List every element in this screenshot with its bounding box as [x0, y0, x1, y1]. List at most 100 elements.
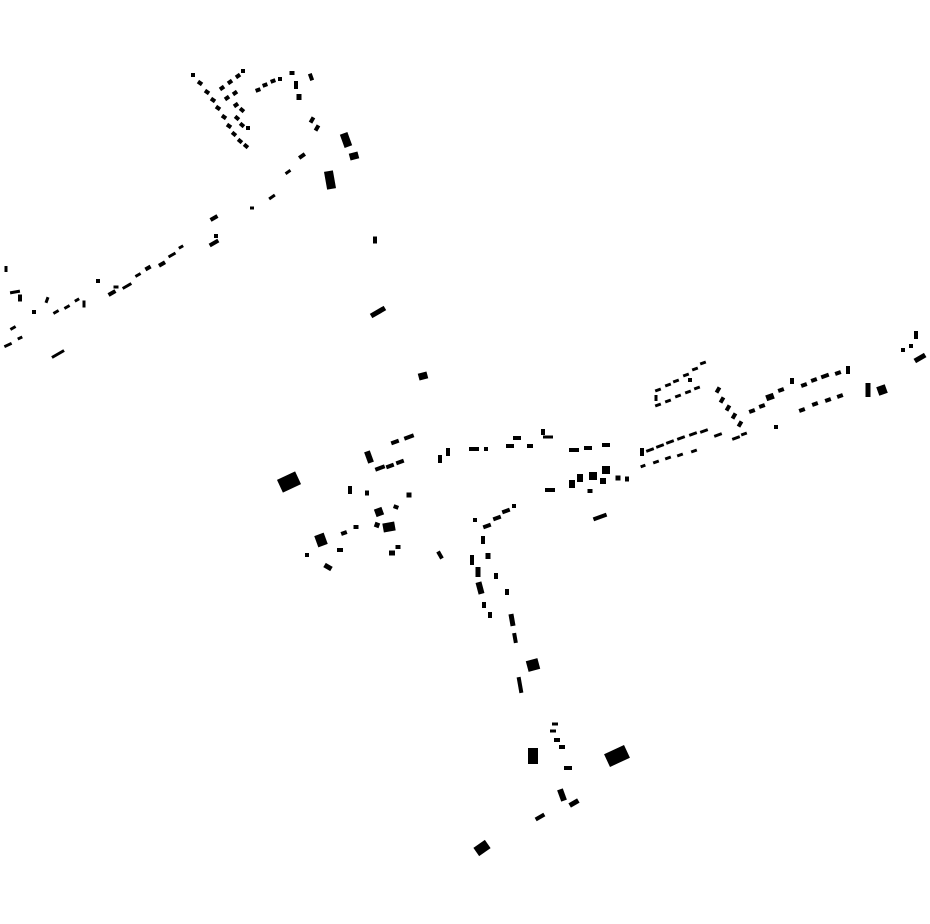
- building-footprint: [824, 397, 832, 403]
- building-footprint: [654, 395, 658, 401]
- building-footprint: [684, 389, 692, 395]
- building-footprint: [231, 89, 239, 97]
- building-footprint: [234, 72, 242, 80]
- building-footprint: [209, 96, 217, 104]
- building-footprint: [324, 170, 336, 190]
- building-footprint: [436, 550, 444, 560]
- building-footprint: [798, 407, 806, 413]
- building-footprint: [699, 428, 709, 434]
- building-footprint: [569, 480, 575, 488]
- building-footprint: [96, 279, 100, 283]
- building-footprint: [554, 738, 560, 742]
- building-footprint: [74, 297, 80, 303]
- building-footprint: [438, 455, 442, 463]
- building-footprint: [736, 420, 744, 428]
- building-footprint: [765, 392, 775, 402]
- building-footprint: [365, 490, 369, 496]
- building-footprint: [230, 130, 238, 138]
- building-footprint: [340, 530, 348, 536]
- building-footprint: [664, 455, 672, 461]
- building-footprint: [348, 151, 360, 161]
- building-footprint: [209, 214, 219, 222]
- building-footprint: [654, 402, 662, 408]
- building-footprint: [242, 142, 250, 150]
- building-footprint: [534, 812, 546, 822]
- building-footprint: [718, 396, 726, 404]
- building-footprint: [226, 78, 234, 86]
- building-footprint: [541, 429, 545, 435]
- building-footprint: [740, 431, 748, 437]
- building-footprint: [236, 137, 244, 145]
- building-footprint: [481, 536, 485, 544]
- building-footprint: [113, 285, 119, 289]
- building-footprint: [485, 553, 491, 559]
- building-footprint: [373, 521, 381, 529]
- building-footprint: [121, 282, 133, 290]
- building-footprint: [484, 447, 488, 451]
- building-footprint: [323, 562, 333, 572]
- building-footprint: [63, 304, 71, 310]
- building-footprint: [731, 435, 741, 441]
- building-footprint: [592, 512, 608, 522]
- building-footprint: [564, 766, 572, 770]
- building-footprint: [587, 489, 593, 493]
- building-footprint: [107, 289, 117, 297]
- building-footprint: [475, 581, 485, 595]
- building-footprint: [203, 88, 211, 96]
- building-footprint: [238, 121, 246, 129]
- building-footprint: [390, 438, 400, 446]
- building-footprint: [790, 378, 794, 384]
- building-footprint: [278, 77, 282, 81]
- building-footprint: [691, 366, 699, 372]
- building-footprint: [144, 264, 152, 272]
- building-footprint: [602, 466, 610, 474]
- building-footprint: [909, 344, 913, 348]
- building-footprint: [3, 341, 13, 349]
- building-footprint: [82, 300, 86, 308]
- building-footprint: [664, 398, 672, 404]
- building-footprint: [482, 602, 486, 608]
- building-footprint: [724, 404, 732, 412]
- building-footprint: [800, 382, 808, 388]
- building-footprint: [516, 676, 524, 694]
- building-footprint: [284, 169, 292, 175]
- building-footprint: [914, 331, 918, 339]
- building-footprint: [373, 506, 385, 518]
- building-footprint: [374, 464, 386, 472]
- building-footprint: [688, 431, 698, 437]
- building-footprint: [589, 472, 597, 480]
- building-footprint: [568, 798, 580, 808]
- building-footprint: [196, 79, 204, 87]
- building-footprint: [157, 260, 167, 268]
- building-footprint: [364, 450, 374, 464]
- building-footprint: [246, 126, 250, 130]
- building-footprint: [446, 448, 450, 456]
- building-footprint: [268, 193, 276, 201]
- building-footprint: [834, 370, 842, 376]
- building-footprint: [225, 122, 233, 130]
- building-footprint: [395, 545, 401, 549]
- building-footprint: [395, 458, 405, 466]
- building-footprint: [664, 382, 672, 388]
- building-footprint: [714, 386, 722, 394]
- building-footprint: [353, 525, 359, 529]
- building-footprint: [913, 352, 927, 364]
- building-footprint: [508, 613, 516, 627]
- building-footprint: [758, 403, 766, 409]
- building-footprint: [525, 658, 541, 672]
- building-footprint: [373, 236, 377, 244]
- building-footprint: [276, 471, 302, 493]
- building-footprint: [385, 462, 395, 470]
- building-footprint: [665, 439, 675, 445]
- building-footprint: [232, 101, 240, 109]
- building-footprint: [134, 272, 142, 278]
- building-footprint: [682, 372, 690, 378]
- building-footprint: [214, 234, 218, 238]
- building-footprint: [584, 446, 592, 450]
- building-footprint: [550, 729, 556, 733]
- building-footprint: [296, 94, 302, 100]
- building-footprint: [604, 745, 630, 767]
- building-footprint: [339, 132, 353, 148]
